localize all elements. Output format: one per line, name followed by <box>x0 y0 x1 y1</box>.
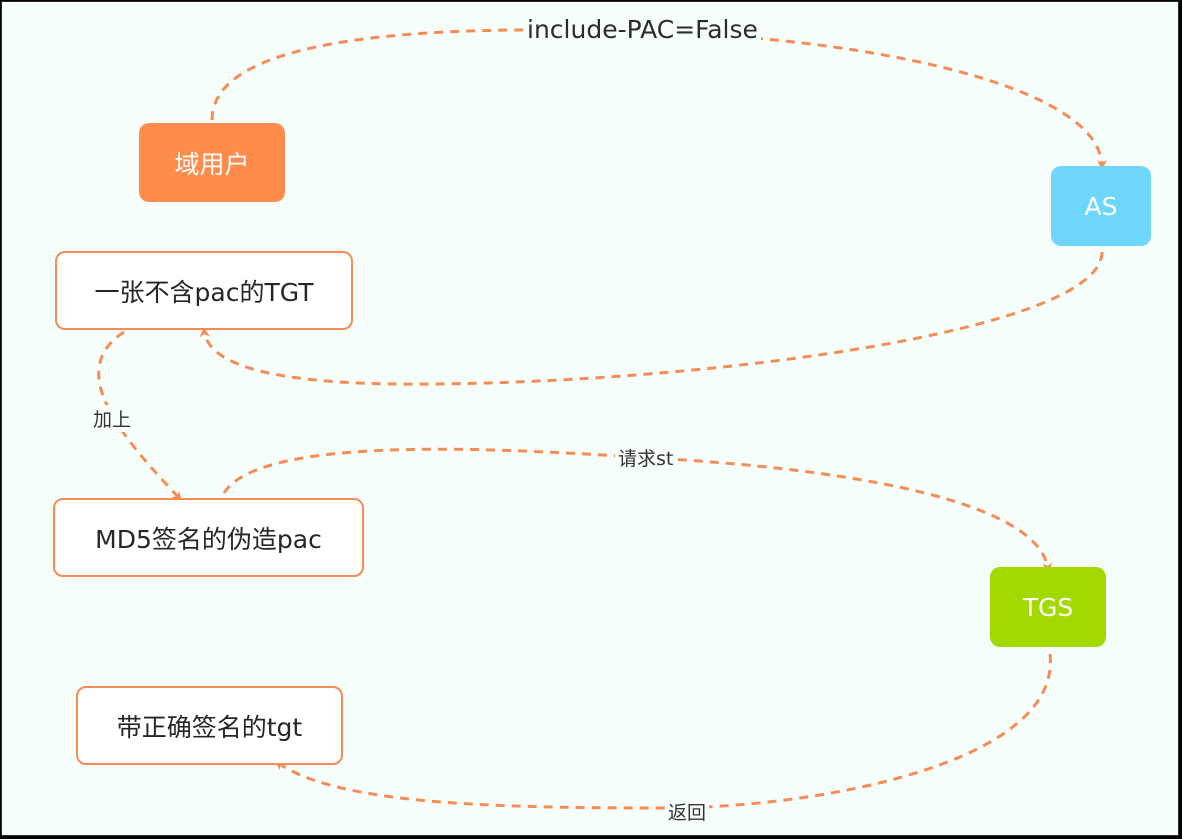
edge-user-to-as <box>210 28 1107 170</box>
tgt-signed-node[interactable]: 带正确签名的tgt <box>76 686 343 765</box>
tgs-node[interactable]: TGS <box>990 567 1106 647</box>
edge-tgs-to-signed <box>274 653 1052 810</box>
forged-pac-node[interactable]: MD5签名的伪造pac <box>53 498 364 577</box>
edge-label-request-st: 请求st <box>615 444 677 471</box>
as-node[interactable]: AS <box>1051 166 1151 246</box>
edge-label-include-pac: include-PAC=False <box>524 15 761 44</box>
edge-label-add: 加上 <box>90 405 135 432</box>
edge-label-return: 返回 <box>665 798 710 825</box>
tgt-no-pac-node[interactable]: 一张不含pac的TGT <box>55 251 353 330</box>
edge-as-to-tgt <box>199 251 1104 386</box>
domain-user-node[interactable]: 域用户 <box>139 123 285 202</box>
